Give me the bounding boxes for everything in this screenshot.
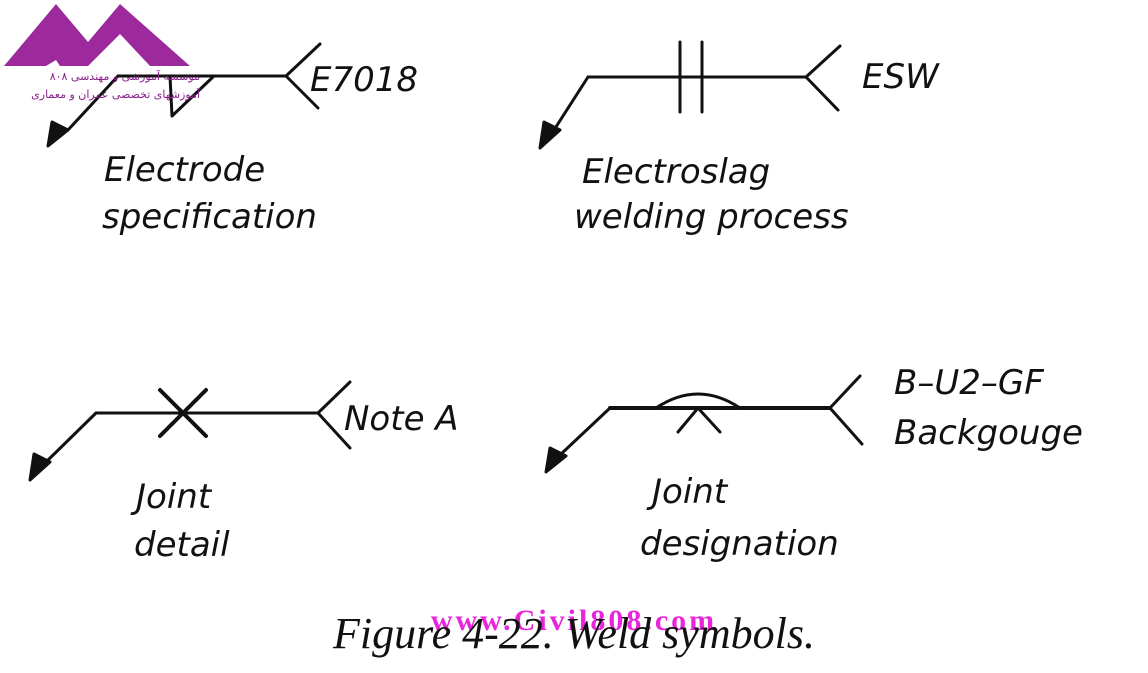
label-joint-designation-line2: designation: [640, 524, 839, 564]
tail-icon: [284, 42, 322, 110]
arrowhead-icon: [544, 446, 568, 474]
arrowhead-icon: [538, 120, 562, 150]
weld-symbol-electroslag: [538, 40, 842, 150]
groove-mark-icon: [676, 406, 722, 434]
label-electrode-line1: Electrode: [104, 150, 265, 190]
leader-line: [66, 74, 120, 132]
label-joint-detail-line1: Joint: [130, 477, 213, 517]
tail-text-electroslag: ESW: [862, 57, 940, 97]
label-electrode-line2: specification: [102, 197, 317, 237]
back-weld-arc-icon: [654, 392, 742, 410]
label-electroslag-line2: welding process: [574, 197, 849, 237]
label-electroslag-line1: Electroslag: [582, 152, 770, 192]
tail-text-electrode: E7018: [310, 60, 418, 100]
tail-icon: [828, 374, 864, 446]
weld-symbol-joint-designation: [544, 374, 864, 474]
leader-line: [558, 406, 612, 457]
tail-icon: [804, 44, 842, 112]
arrowhead-icon: [28, 452, 52, 482]
weld-symbol-electrode: [46, 42, 322, 148]
logo-text-line1: موسسه آموزشی و مهندسی ۸۰۸: [49, 70, 200, 83]
arrowhead-icon: [46, 120, 70, 148]
tail-text-joint-designation-line2: Backgouge: [894, 413, 1083, 453]
logo-mark-icon: [4, 4, 190, 66]
logo: موسسه آموزشی و مهندسی ۸۰۸ آموزشهای تخصصی…: [0, 0, 200, 110]
logo-text-line2: آموزشهای تخصصی عمران و معماری: [31, 88, 200, 101]
tail-text-joint-designation-line1: B–U2–GF: [894, 363, 1044, 403]
figure-caption: Figure 4-22. Weld symbols.: [333, 609, 815, 658]
label-joint-detail-line2: detail: [134, 525, 230, 565]
fillet-weld-icon: [168, 74, 216, 118]
tail-icon: [316, 380, 352, 450]
watermark-url: www.Civil808.com: [430, 604, 718, 637]
leader-line: [552, 75, 590, 132]
weld-symbol-joint-detail: [28, 380, 352, 482]
label-joint-designation-line1: Joint: [646, 472, 729, 512]
leader-line: [44, 411, 98, 464]
cross-mark-icon: [158, 388, 208, 438]
tail-text-joint-detail: Note A: [344, 399, 459, 439]
